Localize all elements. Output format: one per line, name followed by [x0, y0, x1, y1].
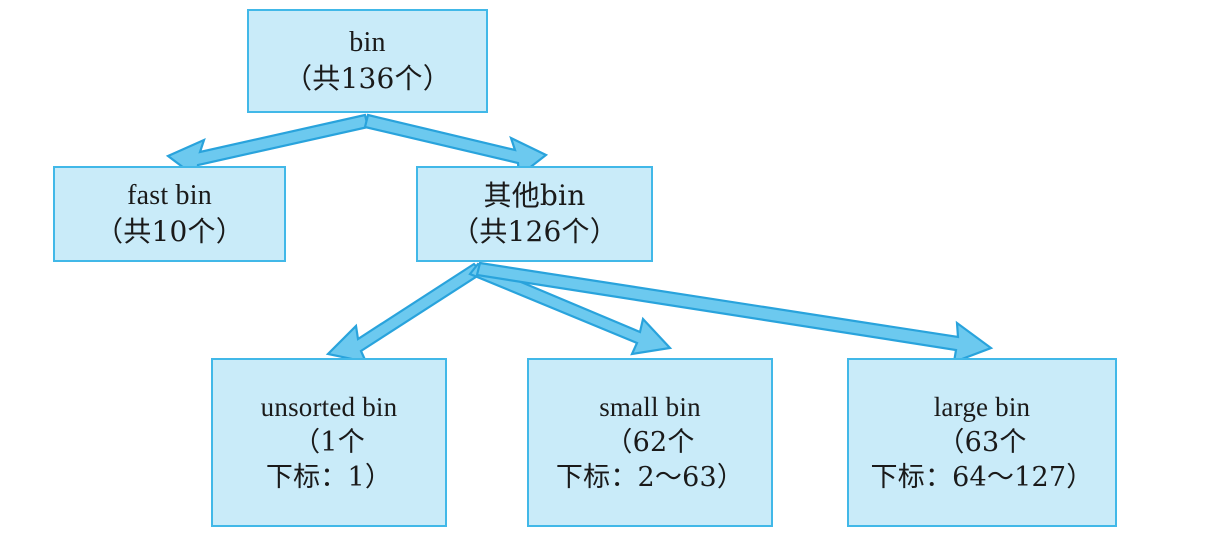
node-bin-title: bin	[349, 26, 386, 58]
arrow-bin-to-other-bin	[363, 113, 549, 179]
arrow-other-bin-to-unsorted-bin	[325, 262, 484, 364]
node-unsorted-bin: unsorted bin （1个 下标：1）	[211, 358, 447, 527]
node-small-bin: small bin （62个 下标：2～63）	[527, 358, 773, 527]
node-large-bin: large bin （63个 下标：64～127）	[847, 358, 1117, 527]
node-other-bin-count: （共126个）	[451, 215, 618, 248]
node-unsorted-bin-index: 下标：1）	[265, 462, 393, 494]
node-unsorted-bin-count: （1个	[293, 426, 365, 458]
node-large-bin-index: 下标：64～127）	[870, 462, 1094, 494]
node-unsorted-bin-title: unsorted bin	[260, 391, 398, 422]
node-fast-bin-title: fast bin	[127, 179, 212, 211]
node-small-bin-count: （62个	[605, 426, 695, 458]
node-bin: bin （共136个）	[247, 9, 488, 113]
node-bin-count: （共136个）	[284, 62, 451, 95]
node-other-bin-title: 其他bin	[483, 178, 586, 212]
arrow-other-bin-to-large-bin	[475, 261, 994, 364]
node-large-bin-title: large bin	[933, 391, 1031, 422]
node-small-bin-title: small bin	[599, 391, 701, 422]
node-large-bin-count: （63个	[937, 426, 1027, 458]
node-small-bin-index: 下标：2～63）	[555, 462, 745, 494]
node-other-bin: 其他bin （共126个）	[416, 166, 653, 262]
arrow-other-bin-to-small-bin	[468, 262, 673, 356]
node-fast-bin: fast bin （共10个）	[53, 166, 286, 262]
node-fast-bin-count: （共10个）	[95, 215, 244, 248]
